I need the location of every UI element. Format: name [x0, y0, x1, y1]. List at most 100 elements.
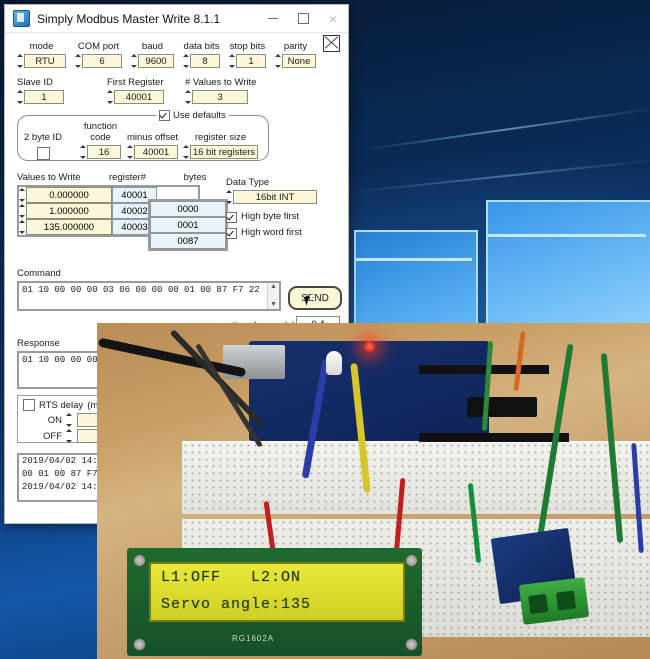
- spinner-icon[interactable]: [275, 54, 281, 68]
- parity-value[interactable]: None: [282, 54, 316, 68]
- spinner-icon[interactable]: [17, 54, 23, 68]
- baud-value[interactable]: 9600: [138, 54, 174, 68]
- slave-id-label: Slave ID: [17, 77, 53, 88]
- spinner-icon[interactable]: [19, 220, 25, 234]
- spinner-icon[interactable]: [17, 90, 23, 104]
- spinner-icon[interactable]: [75, 54, 81, 68]
- table-cell-register: 40001: [112, 187, 157, 203]
- row-spinners[interactable]: [19, 187, 26, 235]
- spinner-icon[interactable]: [226, 190, 232, 204]
- arduino-uno-board: [249, 341, 569, 442]
- table-cell-value[interactable]: 0.000000: [26, 187, 112, 203]
- close-x-icon[interactable]: [323, 35, 340, 52]
- register-size-value[interactable]: 16 bit registers: [190, 145, 258, 159]
- command-value[interactable]: 01 10 00 00 00 03 06 00 00 00 01 00 87 F…: [22, 285, 260, 295]
- minus-offset-value[interactable]: 40001: [134, 145, 179, 159]
- spinner-icon[interactable]: [19, 188, 25, 202]
- send-button[interactable]: SEND: [288, 286, 342, 310]
- rts-delay-label: RTS delay: [39, 399, 84, 411]
- com-port-value[interactable]: 6: [82, 54, 122, 68]
- register-column-header: register#: [109, 172, 146, 183]
- maximize-button[interactable]: [288, 5, 318, 32]
- register-size-group: register size 16 bit registers: [183, 132, 258, 159]
- two-byte-id-label: 2 byte ID: [24, 132, 63, 143]
- command-section: Command 01 10 00 00 00 03 06 00 00 00 01…: [17, 268, 281, 311]
- stop-bits-value[interactable]: 1: [236, 54, 266, 68]
- slave-id-value[interactable]: 1: [24, 90, 64, 104]
- minimize-button[interactable]: [258, 5, 288, 32]
- table-cell-bytes: 0000: [150, 201, 226, 217]
- screw: [405, 638, 418, 651]
- checkbox-icon[interactable]: [226, 212, 237, 223]
- use-defaults-checkbox[interactable]: Use defaults: [156, 110, 229, 121]
- minus-offset-group: minus offset 40001: [127, 132, 178, 159]
- wallpaper-ray: [350, 158, 650, 194]
- window-titlebar[interactable]: Simply Modbus Master Write 8.1.1 ×: [5, 5, 348, 33]
- table-cell-register: 40002: [112, 203, 157, 219]
- high-word-first-checkbox[interactable]: High word first: [226, 227, 317, 240]
- data-bits-value[interactable]: 8: [190, 54, 220, 68]
- num-values-control[interactable]: 3: [185, 90, 256, 104]
- close-button[interactable]: ×: [328, 10, 338, 27]
- register-column: 40001 40002 40003: [112, 187, 157, 235]
- spinner-icon[interactable]: [183, 54, 189, 68]
- spinner-icon[interactable]: [19, 204, 25, 218]
- mode-value[interactable]: RTU: [24, 54, 66, 68]
- checkbox-icon[interactable]: [159, 110, 170, 121]
- breadboard-top: [182, 441, 650, 514]
- num-values-value[interactable]: 3: [192, 90, 248, 104]
- window-controls[interactable]: ×: [258, 5, 348, 32]
- slave-register-row: Slave ID 1 First Register 40001 # Values…: [17, 77, 256, 104]
- values-table-header: Values to Write register# bytes: [17, 172, 233, 183]
- spinner-icon[interactable]: [127, 145, 134, 159]
- command-scrollbar[interactable]: ▲▼: [267, 283, 279, 309]
- parity-control[interactable]: None: [275, 54, 316, 68]
- checkbox-icon[interactable]: [226, 228, 237, 239]
- window-title: Simply Modbus Master Write 8.1.1: [37, 11, 221, 26]
- values-table[interactable]: 0.000000 1.000000 135.000000 40001 40002…: [17, 185, 200, 237]
- response-value: 01 10 00 00 00: [22, 355, 98, 365]
- rts-on-label: ON: [47, 414, 62, 426]
- spinner-icon[interactable]: [185, 90, 191, 104]
- screw: [133, 638, 146, 651]
- data-bits-control[interactable]: 8: [183, 54, 220, 68]
- function-code-control[interactable]: 16: [80, 145, 121, 159]
- high-byte-first-label: High byte first: [241, 211, 300, 222]
- function-code-label-line1: function: [83, 121, 118, 132]
- spinner-icon[interactable]: [66, 429, 72, 443]
- first-register-control[interactable]: 40001: [107, 90, 185, 104]
- stop-bits-control[interactable]: 1: [229, 54, 266, 68]
- table-cell-value[interactable]: 135.000000: [26, 219, 112, 235]
- function-code-group: function code 16: [80, 121, 121, 159]
- com-port-label: COM port: [77, 41, 120, 52]
- table-cell-value[interactable]: 1.000000: [26, 203, 112, 219]
- minus-offset-control[interactable]: 40001: [127, 145, 179, 159]
- spinner-icon[interactable]: [107, 90, 113, 104]
- spinner-icon[interactable]: [229, 54, 235, 68]
- mode-control[interactable]: RTU: [17, 54, 66, 68]
- hardware-photo: L1:OFF L2:ON Servo angle:135 RG1602A: [97, 323, 650, 659]
- spinner-icon[interactable]: [80, 145, 86, 159]
- baud-control[interactable]: 9600: [131, 54, 174, 68]
- values-column[interactable]: 0.000000 1.000000 135.000000: [26, 187, 112, 235]
- register-size-control[interactable]: 16 bit registers: [183, 145, 258, 159]
- parity-field-group: parity None: [275, 41, 316, 68]
- high-byte-first-checkbox[interactable]: High byte first: [226, 211, 317, 224]
- function-code-value[interactable]: 16: [87, 145, 121, 159]
- first-register-value[interactable]: 40001: [114, 90, 164, 104]
- command-textbox[interactable]: 01 10 00 00 00 03 06 00 00 00 01 00 87 F…: [17, 281, 281, 311]
- spinner-icon[interactable]: [66, 413, 72, 427]
- parity-label: parity: [283, 41, 308, 52]
- rts-delay-header[interactable]: RTS delay (ms: [18, 396, 138, 411]
- slave-id-control[interactable]: 1: [17, 90, 107, 104]
- table-cell-bytes: 0001: [150, 217, 226, 233]
- rts-delay-checkbox[interactable]: [23, 399, 35, 411]
- spinner-icon[interactable]: [183, 145, 189, 159]
- data-type-control[interactable]: 16bit INT: [226, 190, 317, 204]
- com-port-control[interactable]: 6: [75, 54, 122, 68]
- command-label: Command: [17, 268, 61, 279]
- data-bits-label: data bits: [183, 41, 220, 52]
- data-type-value[interactable]: 16bit INT: [233, 190, 317, 204]
- spinner-icon[interactable]: [131, 54, 137, 68]
- two-byte-id-checkbox[interactable]: [36, 147, 50, 160]
